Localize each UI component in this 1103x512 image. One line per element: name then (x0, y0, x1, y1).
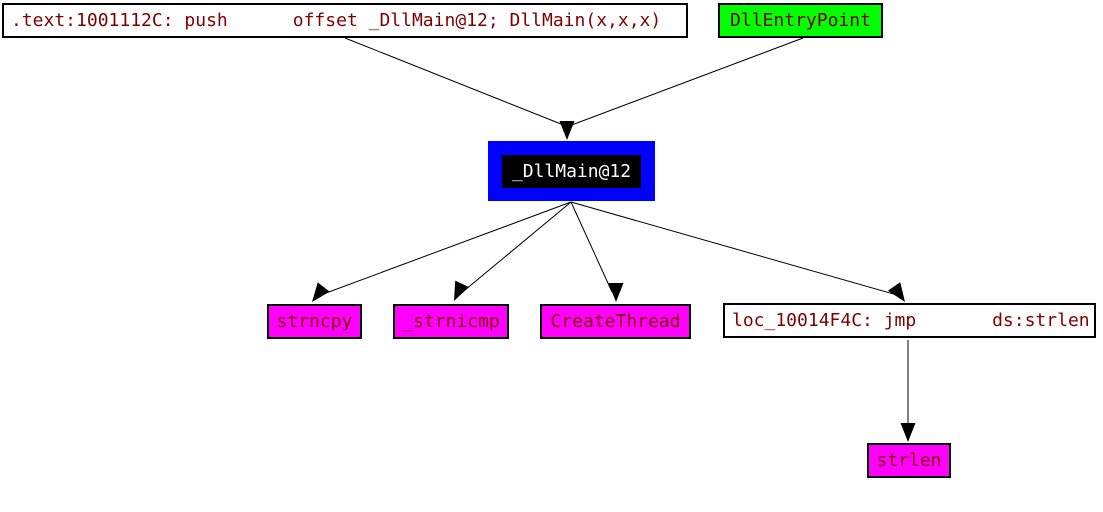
node-strncpy-label: strncpy (276, 311, 353, 332)
node-loc-jmp-label: loc_10014F4C: jmp ds:strlen (732, 310, 1090, 331)
edge-dllmain-to-strnicmp (458, 201, 572, 296)
node-strncpy[interactable]: strncpy (267, 304, 362, 339)
edge-entry-to-dllmain (568, 37, 804, 127)
node-strnicmp-label: _strnicmp (402, 311, 500, 332)
node-caller-label: .text:1001112C: push offset _DllMain@12;… (11, 10, 662, 31)
node-strnicmp[interactable]: _strnicmp (393, 304, 509, 339)
edge-dllmain-to-loc (570, 201, 898, 296)
node-dllentrypoint[interactable]: DllEntryPoint (718, 3, 883, 38)
node-createthread[interactable]: CreateThread (540, 304, 691, 339)
edge-dllmain-to-strncpy (317, 201, 572, 297)
arrowhead-into-strnicmp (447, 280, 469, 305)
node-dllentrypoint-label: DllEntryPoint (730, 10, 871, 31)
edge-caller-to-dllmain (344, 37, 567, 127)
node-createthread-label: CreateThread (550, 311, 681, 332)
node-strlen-label: strlen (876, 450, 942, 471)
node-strlen[interactable]: strlen (867, 443, 951, 478)
arrowhead-into-strncpy (306, 282, 330, 307)
node-caller-instruction[interactable]: .text:1001112C: push offset _DllMain@12;… (2, 3, 688, 38)
node-dllmain-selected[interactable]: _DllMain@12 (488, 141, 655, 201)
node-loc-jmp-instruction[interactable]: loc_10014F4C: jmp ds:strlen (723, 303, 1096, 338)
edge-dllmain-to-createthread (570, 201, 613, 293)
node-dllmain-label: _DllMain@12 (501, 154, 642, 188)
arrowhead-into-dllmain (559, 121, 575, 140)
arrowhead-into-strlen (900, 423, 916, 442)
arrowhead-into-createthread (608, 283, 624, 302)
